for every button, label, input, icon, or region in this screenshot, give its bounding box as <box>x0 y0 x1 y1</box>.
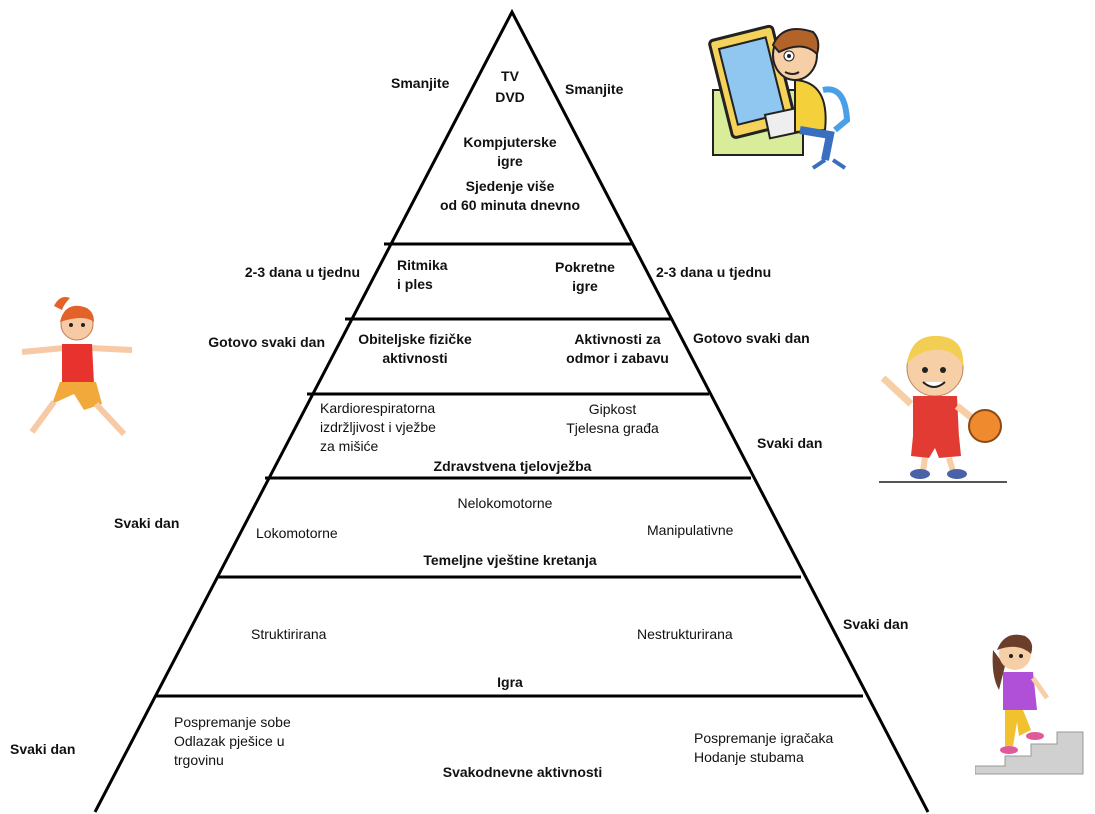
top-right-label: Smanjite <box>565 81 624 97</box>
level5-left-item: Lokomotorne <box>256 525 338 541</box>
level3-left-label: Gotovo svaki dan <box>208 334 325 350</box>
level4-right-item: Gipkost Tjelesna građa <box>566 401 659 436</box>
level5-top-item: Nelokomotorne <box>457 495 553 511</box>
girl-climbing-stairs-illustration <box>975 634 1084 775</box>
sitting-text: Sjedenje više od 60 minuta dnevno <box>439 178 580 213</box>
level2-right-label: 2-3 dana u tjednu <box>656 264 772 280</box>
boy-with-basketball-illustration <box>879 335 1007 483</box>
level5-right-item: Manipulativne <box>647 522 734 538</box>
level6-left-item: Struktirirana <box>251 626 327 642</box>
tv-text: TV <box>501 68 519 84</box>
level5-title: Temeljne vještine kretanja <box>423 552 597 568</box>
dvd-text: DVD <box>495 89 525 105</box>
level5-left-label: Svaki dan <box>114 515 180 531</box>
computer-games-text: Kompjuterske igre <box>463 134 557 169</box>
level7-left-label: Svaki dan <box>10 741 76 757</box>
girl-exercising-illustration <box>21 297 133 437</box>
level4-right-label: Svaki dan <box>757 435 823 451</box>
top-left-label: Smanjite <box>391 75 450 91</box>
level3-right-item: Aktivnosti za odmor i zabavu <box>566 331 669 366</box>
level2-right-item: Pokretne igre <box>555 259 615 294</box>
level2-left-item: Ritmika i ples <box>397 257 448 292</box>
level7-right-item: Pospremanje igračaka Hodanje stubama <box>694 730 834 765</box>
level6-title: Igra <box>497 674 523 690</box>
level3-right-label: Gotovo svaki dan <box>693 330 810 346</box>
level2-left-label: 2-3 dana u tjednu <box>244 264 360 280</box>
level4-title: Zdravstvena tjelovježba <box>433 458 592 474</box>
level7-title: Svakodnevne aktivnosti <box>442 764 603 780</box>
level6-right-item: Nestrukturirana <box>637 626 733 642</box>
level4-left-item: Kardiorespiratorna izdržljivost i vježbe… <box>320 400 436 454</box>
level3-left-item: Obiteljske fizičke aktivnosti <box>358 331 472 366</box>
level7-left-item: Pospremanje sobe Odlazak pješice u trgov… <box>174 714 291 768</box>
level6-right-label: Svaki dan <box>843 616 909 632</box>
boy-at-computer-illustration <box>708 24 851 170</box>
